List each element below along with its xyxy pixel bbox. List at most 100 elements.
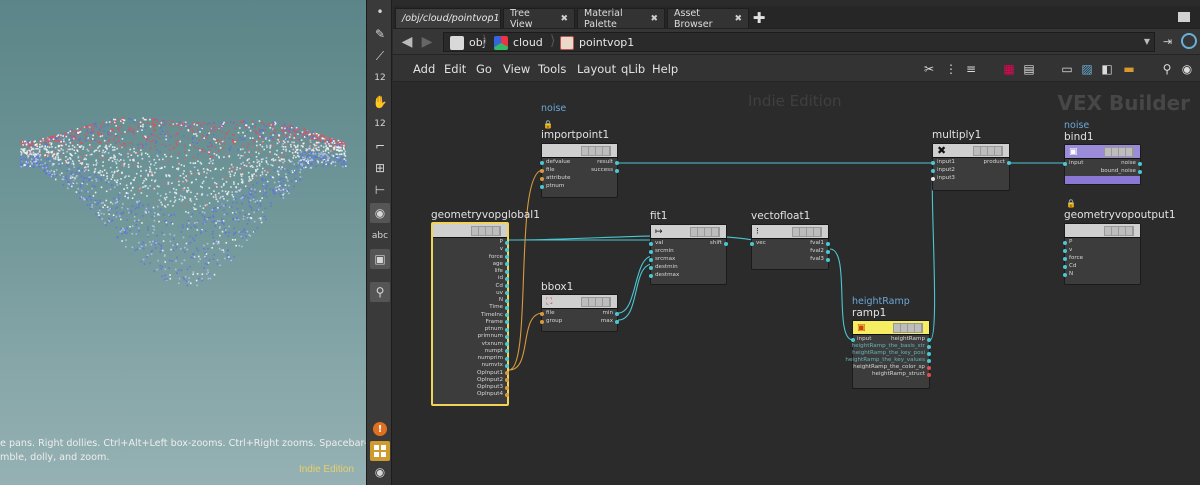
input-port[interactable]: Cd	[1063, 263, 1076, 270]
color-grid-icon[interactable]: ▦	[1003, 62, 1015, 76]
node-body[interactable]: ▣ input noise bound_noise	[1063, 144, 1142, 185]
input-port[interactable]: input	[851, 336, 871, 343]
flag-bars[interactable]	[893, 323, 923, 333]
hand-icon[interactable]: ✋	[372, 95, 388, 109]
wand-icon[interactable]: ⟋	[375, 48, 385, 63]
input-port[interactable]: file	[540, 310, 555, 317]
output-port[interactable]: vtxnum	[482, 341, 509, 348]
port-dot[interactable]	[505, 356, 509, 361]
wrench-icon[interactable]: ✂	[923, 62, 935, 76]
node-header[interactable]	[433, 224, 507, 238]
port-dot[interactable]	[927, 351, 931, 356]
input-port[interactable]: v	[1063, 247, 1072, 254]
flag-bars[interactable]	[792, 227, 822, 237]
layout-grid-icon[interactable]	[370, 441, 390, 461]
crumb-pointvop1[interactable]: pointvop1	[560, 34, 634, 51]
port-dot[interactable]	[505, 240, 509, 245]
output-port[interactable]: min	[602, 310, 619, 317]
output-port[interactable]: fval1	[810, 240, 830, 247]
output-port[interactable]: heightRamp_the_color_sp	[853, 364, 931, 371]
port-dot[interactable]	[540, 160, 544, 165]
menu-add[interactable]: Add	[413, 62, 436, 76]
output-port[interactable]: heightRamp	[891, 336, 931, 343]
port-dot[interactable]	[649, 265, 653, 270]
output-port[interactable]: numvtx	[482, 362, 509, 369]
add-tab-icon[interactable]: ✚	[752, 9, 766, 27]
port-dot[interactable]	[505, 392, 509, 397]
output-port[interactable]: bound_noise	[1101, 168, 1142, 175]
port-dot[interactable]	[615, 311, 619, 316]
list-icon[interactable]: ≡	[965, 62, 977, 76]
output-port[interactable]: noise	[1121, 160, 1142, 167]
input-port[interactable]: input2	[931, 167, 955, 174]
output-port[interactable]: heightRamp_the_basis_str	[852, 343, 931, 350]
port-dot[interactable]	[615, 160, 619, 165]
output-port[interactable]: age	[493, 261, 509, 268]
flag-bars[interactable]	[581, 146, 611, 156]
port-dot[interactable]	[540, 311, 544, 316]
port-dot[interactable]	[505, 291, 509, 296]
port-dot[interactable]	[540, 168, 544, 173]
notes-icon[interactable]: ▭	[1061, 62, 1073, 76]
port-dot[interactable]	[649, 249, 653, 254]
port-dot[interactable]	[505, 334, 509, 339]
output-port[interactable]: heightRamp_struct	[872, 371, 931, 378]
circle-icon[interactable]: ◉	[370, 203, 390, 223]
port-dot[interactable]	[540, 319, 544, 324]
node-header[interactable]: ⁝	[752, 225, 828, 239]
port-dot[interactable]	[1007, 160, 1011, 165]
flag-bars[interactable]	[690, 227, 720, 237]
flag-bars[interactable]	[471, 226, 501, 236]
node-header[interactable]: ⛶	[542, 295, 617, 309]
eye-icon[interactable]: ◉	[1181, 62, 1193, 76]
output-port[interactable]: life	[494, 268, 509, 275]
output-port[interactable]: OpInput1	[477, 370, 509, 377]
help-icon[interactable]	[1181, 33, 1197, 49]
menu-tools[interactable]: Tools	[538, 62, 567, 76]
output-port[interactable]: Frame	[486, 319, 509, 326]
port-dot[interactable]	[931, 168, 935, 173]
grid-snap-icon[interactable]: ⊞	[374, 161, 386, 175]
port-dot[interactable]	[505, 363, 509, 368]
menu-layout[interactable]: Layout	[577, 62, 617, 76]
brush-icon[interactable]: ✎	[374, 27, 386, 41]
port-dot[interactable]	[826, 257, 830, 262]
flag-bars[interactable]	[1104, 147, 1134, 157]
port-dot[interactable]	[615, 319, 619, 324]
eye-icon[interactable]: ◉	[374, 465, 386, 479]
input-port[interactable]: val	[649, 240, 663, 247]
output-port[interactable]: P	[500, 239, 509, 246]
port-dot[interactable]	[505, 385, 509, 390]
input-port[interactable]: destmin	[649, 264, 678, 271]
output-port[interactable]: Time	[489, 304, 509, 311]
wrench-gear-icon[interactable]: ◧	[1101, 62, 1113, 76]
input-port[interactable]: group	[540, 318, 562, 325]
close-icon[interactable]: ✖	[734, 13, 742, 24]
twelve-icon[interactable]: 12	[374, 73, 386, 83]
port-dot[interactable]	[931, 176, 935, 181]
input-port[interactable]: file	[540, 167, 555, 174]
warning-icon[interactable]: !	[373, 422, 387, 436]
port-dot[interactable]	[826, 241, 830, 246]
input-port[interactable]: vec	[750, 240, 766, 247]
output-port[interactable]: heightRamp_the_key_posi	[852, 350, 931, 357]
node-body[interactable]: ↦ val srcmin srcmax destmin destmax shif…	[649, 224, 728, 285]
node-graph[interactable]: Indie Edition VEX Builder noise 🔒 import…	[393, 83, 1200, 485]
output-port[interactable]: max	[601, 318, 619, 325]
port-dot[interactable]	[505, 262, 509, 267]
crumb-cloud[interactable]: cloud	[494, 34, 543, 51]
menu-go[interactable]: Go	[476, 62, 492, 76]
port-dot[interactable]	[540, 176, 544, 181]
output-port[interactable]: Cd	[496, 283, 509, 290]
forward-icon[interactable]: ▶	[421, 34, 433, 50]
port-dot[interactable]	[505, 349, 509, 354]
port-dot[interactable]	[851, 337, 855, 342]
crumb-obj[interactable]: obj	[450, 34, 486, 51]
select-dot-icon[interactable]: •	[376, 5, 384, 19]
output-port[interactable]: ptnum	[485, 326, 509, 333]
port-dot[interactable]	[649, 273, 653, 278]
node-header[interactable]: ↦	[651, 225, 726, 239]
tab-tree-view[interactable]: Tree View ✖	[503, 8, 575, 30]
node-body[interactable]: P v force Cd N	[1063, 223, 1141, 285]
back-icon[interactable]: ◀	[401, 34, 413, 50]
